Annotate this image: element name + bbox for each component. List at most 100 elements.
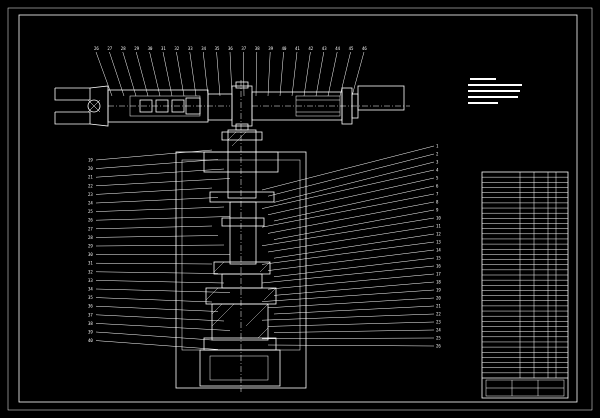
leader-line bbox=[95, 187, 213, 195]
balloon-number: 34 bbox=[88, 287, 93, 292]
balloon-number: 25 bbox=[436, 336, 441, 341]
balloon-top: 35 bbox=[215, 46, 221, 97]
leader-line bbox=[95, 159, 219, 169]
balloon-left: 24 bbox=[88, 197, 219, 206]
leader-line bbox=[95, 297, 213, 303]
balloon-top: 28 bbox=[121, 46, 137, 97]
leader-line bbox=[176, 51, 185, 97]
balloon-right: 7 bbox=[261, 192, 439, 228]
balloon-top: 42 bbox=[303, 46, 314, 97]
balloon-top: 30 bbox=[148, 46, 161, 97]
leader-line bbox=[327, 51, 338, 97]
leader-line bbox=[273, 161, 435, 203]
balloon-top: 36 bbox=[228, 46, 233, 97]
balloon-number: 34 bbox=[201, 46, 206, 51]
leader-line bbox=[273, 233, 435, 259]
balloon-right: 18 bbox=[273, 280, 441, 296]
balloon-number: 33 bbox=[88, 278, 93, 283]
leader-line bbox=[202, 51, 209, 97]
leader-line bbox=[267, 51, 271, 97]
leader-line bbox=[95, 340, 219, 350]
lift-column bbox=[175, 80, 307, 392]
balloon-right: 16 bbox=[261, 264, 441, 284]
balloon-right: 15 bbox=[273, 256, 441, 278]
balloon-top: 32 bbox=[174, 46, 185, 97]
balloon-number: 35 bbox=[88, 295, 93, 300]
manipulator-arm bbox=[54, 81, 410, 131]
balloon-number: 31 bbox=[88, 261, 93, 266]
balloon-top: 26 bbox=[94, 46, 113, 97]
balloon-number: 32 bbox=[88, 269, 93, 274]
balloon-right: 2 bbox=[267, 152, 439, 197]
leader-line bbox=[267, 321, 435, 327]
balloon-number: 35 bbox=[215, 46, 220, 51]
leader-line bbox=[261, 265, 435, 284]
balloon-number: 29 bbox=[134, 46, 139, 51]
leader-line bbox=[95, 288, 231, 293]
balloon-number: 32 bbox=[174, 46, 179, 51]
balloon-right: 26 bbox=[267, 344, 441, 349]
balloon-number: 42 bbox=[308, 46, 313, 51]
balloon-top: 45 bbox=[339, 46, 354, 97]
balloon-left: 20 bbox=[88, 159, 219, 171]
balloon-top: 33 bbox=[188, 46, 197, 97]
leader-line bbox=[267, 153, 435, 197]
balloon-number: 39 bbox=[268, 46, 273, 51]
leader-line bbox=[95, 51, 113, 97]
leader-line bbox=[261, 337, 435, 340]
balloon-number: 5 bbox=[436, 176, 439, 181]
balloon-number: 21 bbox=[436, 304, 441, 309]
balloon-number: 17 bbox=[436, 272, 441, 277]
balloon-number: 40 bbox=[88, 338, 93, 343]
balloon-number: 25 bbox=[88, 209, 93, 214]
balloon-number: 19 bbox=[436, 288, 441, 293]
balloon-number: 4 bbox=[436, 168, 439, 173]
balloon-left: 40 bbox=[88, 338, 219, 350]
balloon-number: 39 bbox=[88, 330, 93, 335]
leader-line bbox=[351, 51, 365, 97]
balloon-left: 28 bbox=[88, 235, 219, 240]
leader-line bbox=[267, 344, 435, 347]
outer-border bbox=[7, 7, 593, 411]
balloon-left: 30 bbox=[88, 252, 231, 257]
parts-list-title-block bbox=[481, 171, 569, 399]
leader-line bbox=[273, 209, 435, 240]
balloon-top: 41 bbox=[291, 46, 300, 97]
leader-line bbox=[267, 249, 435, 271]
balloon-number: 30 bbox=[88, 252, 93, 257]
balloon-number: 16 bbox=[436, 264, 441, 269]
balloon-number: 28 bbox=[88, 235, 93, 240]
balloon-right: 4 bbox=[261, 168, 439, 209]
leader-line bbox=[261, 289, 435, 302]
balloon-number: 23 bbox=[88, 192, 93, 197]
balloon-number: 31 bbox=[161, 46, 166, 51]
leader-line bbox=[267, 177, 435, 216]
balloon-top: 31 bbox=[161, 46, 173, 97]
balloon-number: 19 bbox=[88, 158, 93, 163]
balloon-number: 26 bbox=[436, 344, 441, 349]
balloon-number: 1 bbox=[436, 144, 439, 149]
balloon-right: 21 bbox=[273, 304, 441, 315]
balloon-number: 23 bbox=[436, 320, 441, 325]
balloon-number: 10 bbox=[436, 216, 441, 221]
balloon-number: 24 bbox=[88, 201, 93, 206]
balloon-number: 3 bbox=[436, 160, 439, 165]
leader-line bbox=[95, 262, 213, 265]
balloon-top: 29 bbox=[134, 46, 149, 97]
leader-line bbox=[95, 323, 231, 331]
balloon-top: 27 bbox=[107, 46, 125, 97]
balloon-left: 39 bbox=[88, 330, 213, 341]
balloon-number: 2 bbox=[436, 152, 439, 157]
balloon-number: 29 bbox=[88, 244, 93, 249]
leader-line bbox=[162, 51, 173, 97]
balloon-top: 37 bbox=[241, 46, 247, 97]
balloon-left: 27 bbox=[88, 225, 213, 231]
balloon-number: 44 bbox=[335, 46, 340, 51]
leader-line bbox=[95, 271, 219, 274]
leader-line bbox=[261, 241, 435, 265]
balloon-number: 12 bbox=[436, 232, 441, 237]
leader-lines-right: 1234567891011121314151617181920212223242… bbox=[261, 144, 441, 349]
balloon-number: 20 bbox=[436, 296, 441, 301]
